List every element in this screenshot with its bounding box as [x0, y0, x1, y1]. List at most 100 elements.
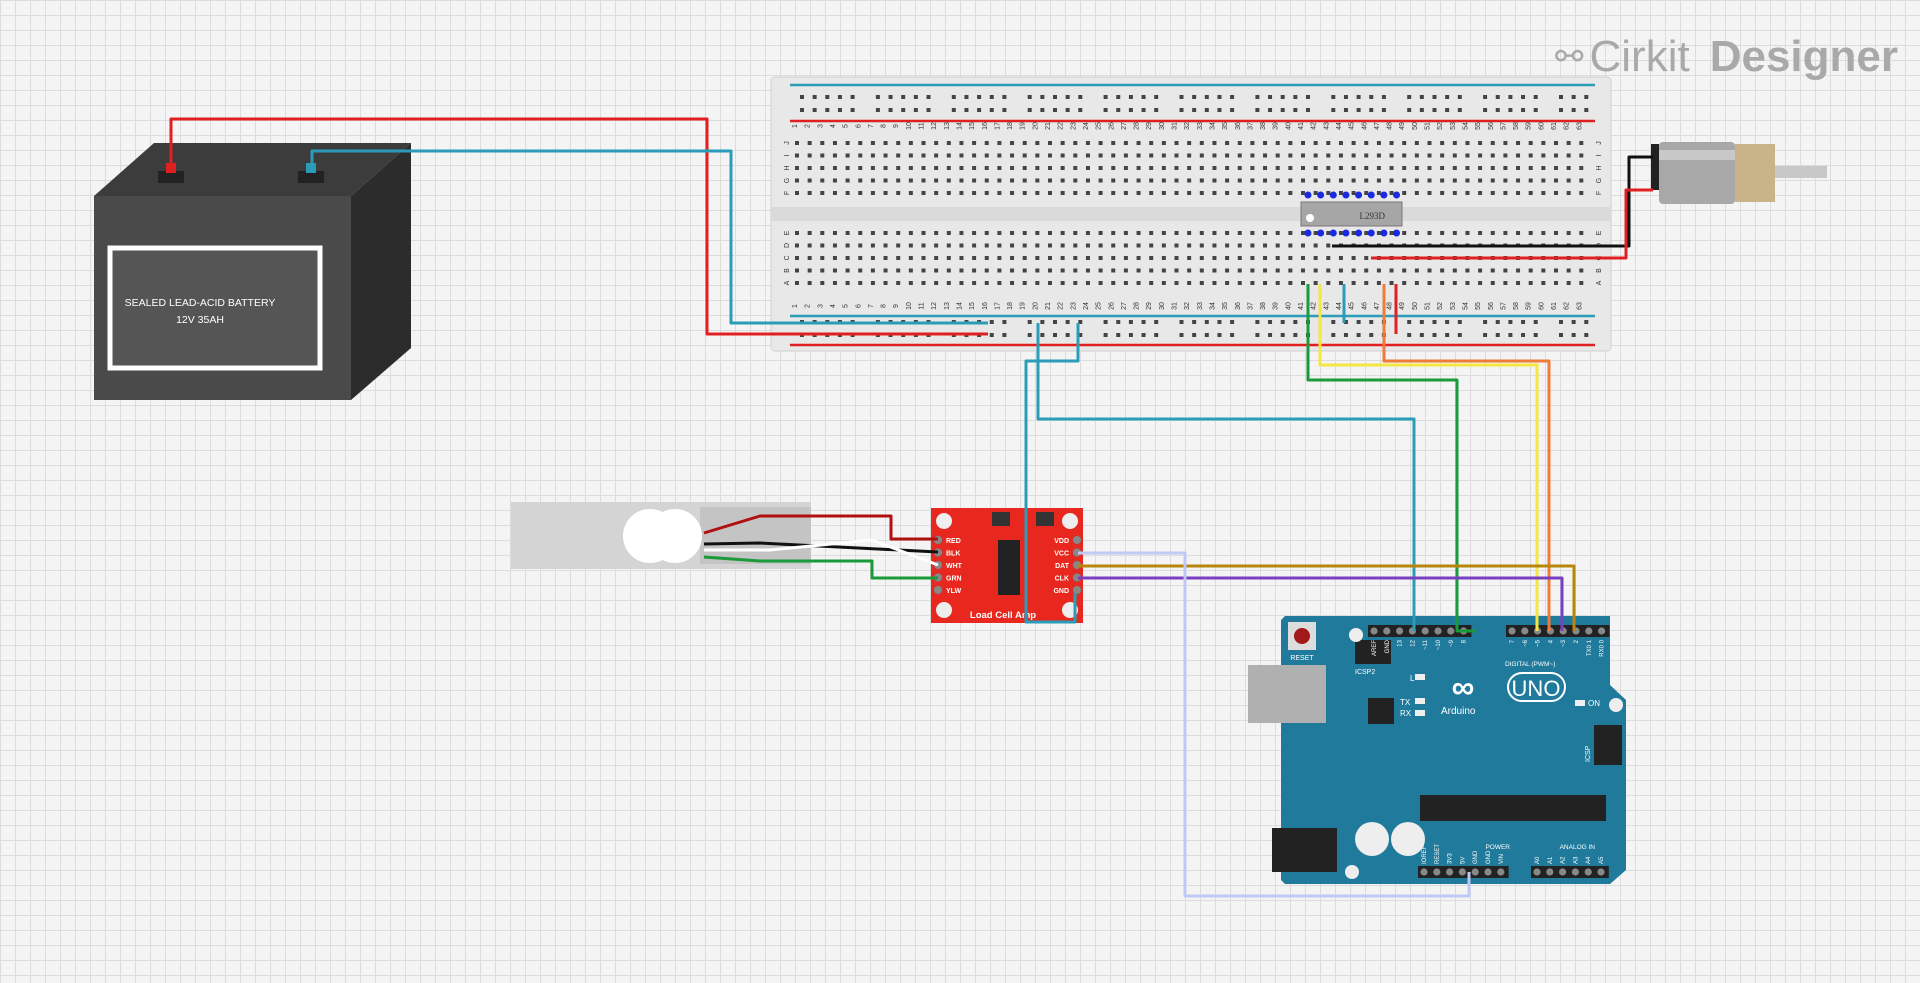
breadboard-hole[interactable] [1111, 153, 1116, 158]
breadboard-hole[interactable] [1478, 191, 1483, 195]
breadboard-hole[interactable] [1579, 178, 1584, 183]
breadboard-hole[interactable] [934, 256, 939, 260]
pin4-wire[interactable] [1382, 284, 1551, 631]
loadcell-white-wire[interactable] [704, 538, 939, 567]
rail-hole[interactable] [1230, 333, 1235, 337]
breadboard-hole[interactable] [1288, 166, 1293, 170]
rail-hole[interactable] [1356, 320, 1361, 324]
breadboard-hole[interactable] [1123, 268, 1128, 273]
rail-hole[interactable] [875, 108, 880, 112]
breadboard-hole[interactable] [1237, 281, 1242, 285]
breadboard-hole[interactable] [1478, 268, 1483, 273]
rail-hole[interactable] [1280, 95, 1285, 99]
rail-hole[interactable] [1255, 333, 1260, 337]
breadboard-hole[interactable] [1465, 178, 1470, 183]
breadboard-hole[interactable] [946, 141, 951, 145]
breadboard-hole[interactable] [1048, 268, 1052, 273]
rail-hole[interactable] [812, 108, 817, 112]
breadboard-hole[interactable] [1301, 281, 1305, 285]
ic-pin[interactable] [1355, 229, 1363, 237]
breadboard-hole[interactable] [1478, 153, 1483, 158]
breadboard-hole[interactable] [1098, 256, 1103, 260]
breadboard-hole[interactable] [1060, 281, 1065, 285]
breadboard-hole[interactable] [1149, 231, 1154, 235]
breadboard-hole[interactable] [1516, 166, 1521, 170]
rail-hole[interactable] [1040, 108, 1045, 112]
breadboard-hole[interactable] [820, 166, 825, 170]
breadboard-hole[interactable] [1376, 141, 1381, 145]
arduino-header-pin[interactable] [1546, 868, 1554, 876]
arduino-header-pin[interactable] [1559, 868, 1567, 876]
rail-hole[interactable] [1027, 95, 1032, 99]
breadboard-hole[interactable] [795, 153, 799, 158]
breadboard-hole[interactable] [1402, 141, 1407, 145]
breadboard-hole[interactable] [997, 281, 1002, 285]
rail-hole[interactable] [1343, 320, 1348, 324]
rail-hole[interactable] [837, 108, 842, 112]
breadboard-hole[interactable] [1149, 153, 1154, 158]
breadboard-hole[interactable] [1275, 153, 1280, 158]
rail-hole[interactable] [1103, 95, 1108, 99]
breadboard-hole[interactable] [1440, 191, 1445, 195]
breadboard-hole[interactable] [896, 166, 901, 170]
rail-hole[interactable] [1533, 108, 1538, 112]
breadboard-hole[interactable] [1566, 153, 1571, 158]
breadboard-hole[interactable] [1123, 281, 1128, 285]
breadboard-hole[interactable] [1376, 178, 1381, 183]
breadboard-hole[interactable] [1136, 256, 1141, 260]
breadboard-hole[interactable] [1338, 268, 1343, 273]
arduino-header-pin[interactable] [1585, 627, 1593, 635]
breadboard-hole[interactable] [959, 141, 964, 145]
rail-hole[interactable] [1483, 320, 1488, 324]
breadboard-hole[interactable] [1516, 178, 1521, 183]
rail-hole[interactable] [1154, 320, 1159, 324]
breadboard-hole[interactable] [1427, 178, 1432, 183]
breadboard-hole[interactable] [1490, 268, 1495, 273]
rail-hole[interactable] [1053, 95, 1057, 99]
rail-hole[interactable] [1571, 108, 1576, 112]
breadboard-hole[interactable] [1073, 141, 1078, 145]
breadboard-hole[interactable] [1136, 178, 1141, 183]
breadboard-hole[interactable] [1098, 243, 1103, 248]
breadboard-hole[interactable] [1326, 231, 1331, 235]
breadboard-hole[interactable] [908, 153, 913, 158]
rail-hole[interactable] [1204, 320, 1209, 324]
breadboard-hole[interactable] [832, 268, 837, 273]
breadboard-hole[interactable] [883, 153, 888, 158]
breadboard-hole[interactable] [883, 231, 888, 235]
rail-hole[interactable] [825, 95, 830, 99]
hx711-pin[interactable] [1072, 535, 1082, 545]
breadboard-hole[interactable] [1174, 178, 1179, 183]
breadboard-hole[interactable] [795, 141, 799, 145]
breadboard-hole[interactable] [870, 243, 875, 248]
rail-hole[interactable] [1268, 95, 1273, 99]
rail-hole[interactable] [1407, 95, 1412, 99]
breadboard-hole[interactable] [1048, 166, 1052, 170]
breadboard-hole[interactable] [1136, 141, 1141, 145]
breadboard-hole[interactable] [1212, 191, 1217, 195]
breadboard-hole[interactable] [1490, 281, 1495, 285]
ic-pin[interactable] [1367, 191, 1375, 199]
breadboard-hole[interactable] [1389, 191, 1394, 195]
breadboard-hole[interactable] [972, 166, 977, 170]
breadboard-hole[interactable] [1136, 243, 1141, 248]
breadboard-hole[interactable] [1060, 141, 1065, 145]
breadboard-hole[interactable] [1313, 166, 1318, 170]
breadboard-hole[interactable] [946, 231, 951, 235]
breadboard-hole[interactable] [1111, 141, 1116, 145]
breadboard-hole[interactable] [1085, 166, 1090, 170]
breadboard-hole[interactable] [870, 256, 875, 260]
breadboard-hole[interactable] [1528, 281, 1533, 285]
breadboard-hole[interactable] [972, 268, 977, 273]
breadboard-hole[interactable] [1351, 231, 1356, 235]
breadboard-hole[interactable] [1149, 141, 1154, 145]
breadboard-hole[interactable] [1174, 281, 1179, 285]
breadboard-hole[interactable] [1161, 166, 1166, 170]
ic-pin[interactable] [1317, 229, 1325, 237]
breadboard-hole[interactable] [1351, 191, 1356, 195]
breadboard-hole[interactable] [1541, 268, 1546, 273]
breadboard-hole[interactable] [1161, 256, 1166, 260]
breadboard-hole[interactable] [1187, 256, 1192, 260]
rail-hole[interactable] [1053, 333, 1057, 337]
breadboard-hole[interactable] [1313, 178, 1318, 183]
